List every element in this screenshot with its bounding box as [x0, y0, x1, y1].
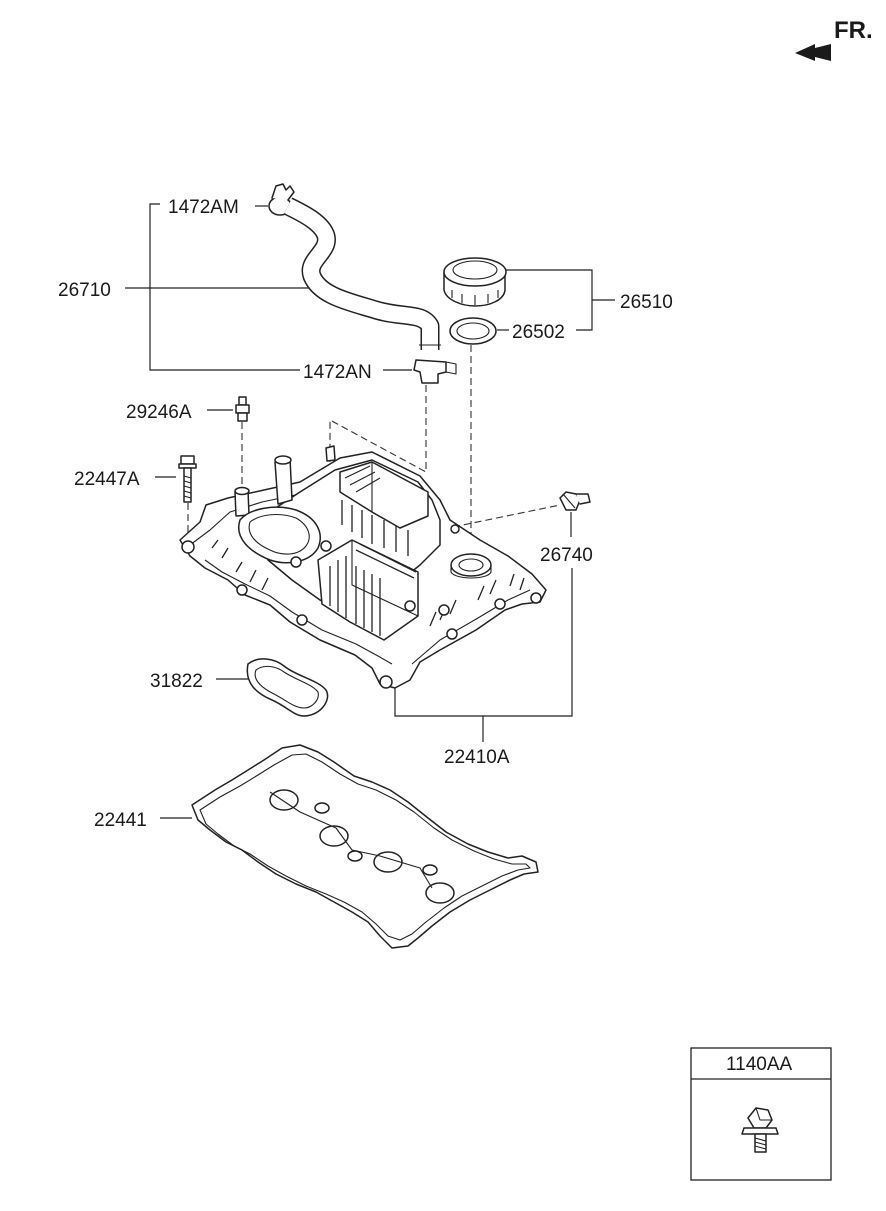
- front-direction-indicator: FR.: [795, 17, 873, 61]
- label-29246a: 29246A: [126, 402, 192, 423]
- label-22447a: 22447A: [74, 469, 140, 490]
- front-direction-label: FR.: [834, 17, 873, 44]
- cap-gasket-part: [449, 317, 497, 345]
- rocker-cover-part: [179, 445, 547, 689]
- bolt-22447a-part: [178, 455, 197, 503]
- part-labels: 1472AM 26710 1472AN 26510 26502 29246A 2…: [58, 197, 673, 831]
- label-1472am: 1472AM: [168, 197, 239, 218]
- label-26710: 26710: [58, 280, 111, 301]
- label-22441: 22441: [94, 810, 147, 831]
- label-22410a: 22410A: [444, 747, 510, 768]
- label-26510: 26510: [620, 292, 673, 313]
- hose-clamp-upper-part: [268, 183, 295, 216]
- label-26740: 26740: [540, 545, 593, 566]
- label-26502: 26502: [512, 322, 565, 343]
- label-31822: 31822: [150, 671, 203, 692]
- cover-gasket-part: [191, 744, 539, 949]
- legend-box-1140aa: 1140AA: [690, 1047, 832, 1181]
- leader-lines: [125, 203, 615, 819]
- breather-hose-part: [283, 197, 441, 350]
- label-1472an: 1472AN: [303, 362, 372, 383]
- legend-box-title: 1140AA: [726, 1054, 793, 1075]
- oil-filler-cap-part: [443, 257, 507, 307]
- bolt-29246a-part: [235, 396, 250, 422]
- spark-plug-seal-part: [246, 658, 329, 717]
- hose-clamp-lower-part: [413, 359, 457, 384]
- flange-bolt-icon: [741, 1107, 779, 1153]
- front-arrow-icon: [795, 44, 831, 61]
- pcv-valve-part: [559, 491, 591, 511]
